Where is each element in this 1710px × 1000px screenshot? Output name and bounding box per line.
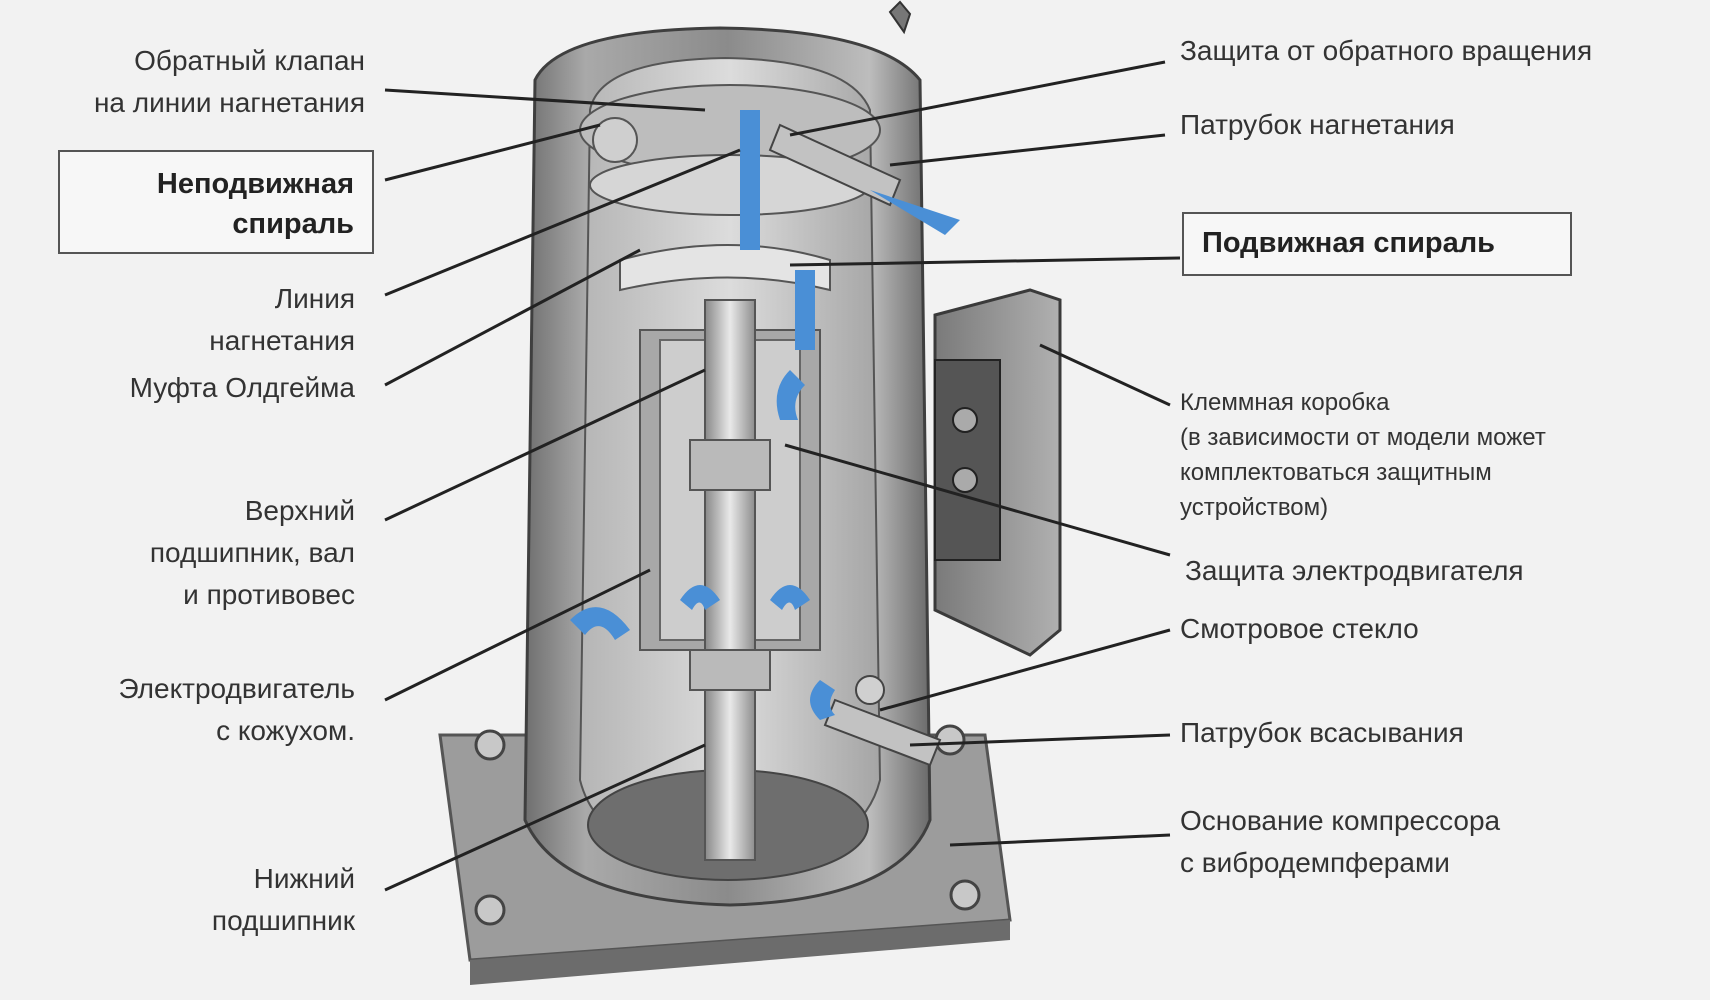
label-lower-bearing: Нижний подшипник bbox=[211, 863, 355, 936]
label-discharge-valve: Обратный клапан на линии нагнетания bbox=[93, 45, 365, 118]
label-terminal-box: Клеммная коробка (в зависимости от модел… bbox=[1180, 389, 1546, 521]
label-reverse-protection: Защита от обратного вращения bbox=[1180, 35, 1593, 66]
damper-bolt-icon bbox=[949, 879, 981, 911]
label-fixed-scroll-box: Неподвижная спираль bbox=[58, 150, 374, 254]
label-discharge-port: Патрубок нагнетания bbox=[1180, 109, 1455, 140]
refrigerant-flow-arrows bbox=[570, 110, 960, 720]
leader-suction-port bbox=[909, 733, 1171, 747]
terminal-box bbox=[933, 288, 1062, 657]
label-sight-glass: Смотровое стекло bbox=[1180, 613, 1419, 644]
discharge-port bbox=[768, 123, 902, 207]
label-compressor-base: Основание компрессора с вибродемпферами bbox=[1180, 805, 1501, 878]
label-motor-protection: Защита электродвигателя bbox=[1185, 555, 1524, 586]
leader-motor bbox=[384, 568, 651, 702]
leader-fixed-scroll bbox=[384, 123, 601, 182]
leader-discharge-valve bbox=[384, 88, 706, 112]
leader-reverse-protection bbox=[789, 60, 1166, 137]
leader-upper-bearing bbox=[384, 368, 706, 522]
damper-bolt-icon bbox=[474, 894, 506, 926]
label-motor: Электродвигатель с кожухом. bbox=[118, 673, 355, 746]
damper-bolt-icon bbox=[474, 729, 506, 761]
label-upper-bearing: Верхний подшипник, вал и противовес bbox=[149, 495, 355, 610]
leader-compressor-base bbox=[949, 833, 1171, 847]
sight-glass-icon bbox=[855, 675, 885, 705]
leader-sight-glass bbox=[879, 628, 1171, 712]
leader-discharge-port bbox=[889, 133, 1166, 167]
leader-oldham-coupling bbox=[384, 248, 641, 387]
leader-lines bbox=[384, 60, 1181, 892]
motor-assembly bbox=[639, 299, 821, 861]
leader-motor-protection bbox=[784, 443, 1171, 557]
leader-orbiting-scroll bbox=[789, 256, 1181, 267]
label-discharge-line: Линия нагнетания bbox=[209, 283, 355, 356]
label-oldham-coupling: Муфта Олдгейма bbox=[129, 372, 355, 403]
label-suction-port: Патрубок всасывания bbox=[1180, 717, 1464, 748]
leader-terminal-box bbox=[1039, 343, 1171, 407]
leader-lower-bearing bbox=[384, 743, 706, 892]
label-orbiting-scroll-box: Подвижная спираль bbox=[1182, 212, 1572, 276]
leader-discharge-line bbox=[384, 148, 741, 297]
